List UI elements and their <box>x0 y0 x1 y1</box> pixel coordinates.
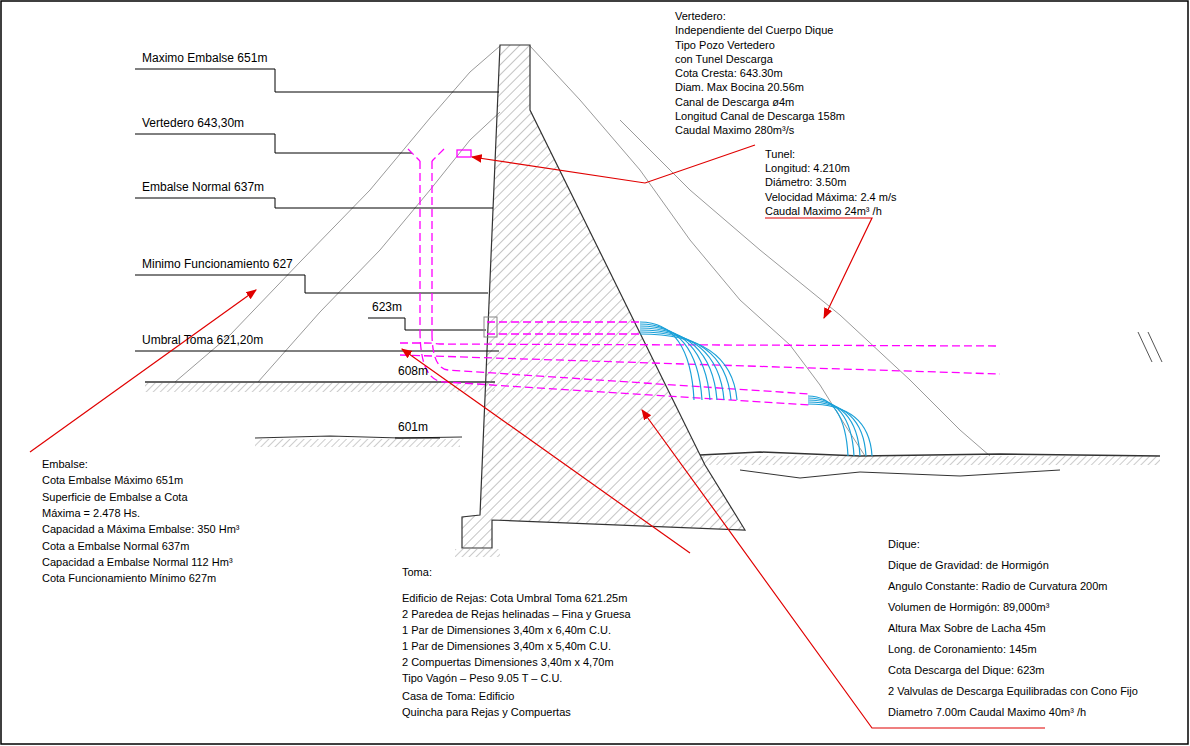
annotation-text: Cota Descarga del Dique: 623m <box>888 664 1045 677</box>
annotation-text: 1 Par de Dimensiones 3,40m x 6,40m C.U. <box>402 624 611 637</box>
level-label: Maximo Embalse 651m <box>142 52 267 66</box>
pipes <box>400 149 1000 405</box>
level-label: 601m <box>398 421 428 435</box>
annotation-text: Casa de Toma: Edificio <box>402 690 514 703</box>
annotation-text: 2 Compuertas Dimensiones 3,40m x 4,70m <box>402 656 614 669</box>
level-label: Umbral Toma 621,20m <box>142 334 263 348</box>
level-label: Embalse Normal 637m <box>142 181 264 195</box>
annotation-text: Capacidad a Máxima Embalse: 350 Hm³ <box>42 523 239 536</box>
level-label: 608m <box>398 365 428 379</box>
annotation-text: 2 Valvulas de Descarga Equilibradas con … <box>888 685 1138 698</box>
annotation-text: Máxima = 2.478 Hs. <box>42 507 140 520</box>
annotation-text: Embalse: <box>42 458 88 471</box>
annotation-text: Diametro 7.00m Caudal Maximo 40m³ /h <box>888 706 1086 719</box>
leader-arrow <box>30 145 1045 728</box>
annotation-text: Caudal Maximo 24m³ /h <box>765 205 882 218</box>
annotation-text: Toma: <box>402 566 432 579</box>
annotation-text: Angulo Constante: Radio de Curvatura 200… <box>888 580 1108 593</box>
annotation-text: 2 Paredea de Rejas helinadas – Fina y Gr… <box>402 608 631 621</box>
annotation-text: Cota Embalse Máximo 651m <box>42 474 183 487</box>
annotation-text: Capacidad a Embalse Normal 112 Hm³ <box>42 556 233 569</box>
level-lines <box>135 69 499 438</box>
annotation-text: Dique: <box>888 538 920 551</box>
annotation-text: Dique de Gravidad: de Hormigón <box>888 559 1049 572</box>
annotation-text: Caudal Maximo 280m³/s <box>675 124 794 137</box>
annotation-text: Velocidad Máxima: 2.4 m/s <box>765 191 896 204</box>
annotation-text: Tipo Pozo Vertedero <box>675 39 775 52</box>
annotation-text: Superficie de Embalse a Cota <box>42 491 188 504</box>
level-label: Vertedero 643,30m <box>142 117 244 131</box>
level-label: 623m <box>372 301 402 315</box>
annotation-text: Long. de Coronamiento: 145m <box>888 643 1037 656</box>
annotation-text: Altura Max Sobre de Lacha 45m <box>888 622 1046 635</box>
annotation-text: Volumen de Hormigón: 89,000m³ <box>888 601 1049 614</box>
annotation-text: Tipo Vagón – Peso 9.05 T – C.U. <box>402 672 562 685</box>
annotation-text: Quincha para Rejas y Compuertas <box>402 706 571 719</box>
tunnel-end <box>1138 332 1162 362</box>
annotation-text: Tunel: <box>765 148 795 161</box>
annotation-text: Cota Cresta: 643.30m <box>675 67 783 80</box>
annotation-text: Cota a Embalse Normal 637m <box>42 540 189 553</box>
annotation-text: Edificio de Rejas: Cota Umbral Toma 621.… <box>402 592 627 605</box>
annotation-text: Diámetro: 3.50m <box>765 176 846 189</box>
level-label: Minimo Funcionamiento 627 <box>142 258 293 272</box>
intake-gate <box>484 317 497 337</box>
water-jet <box>640 322 872 456</box>
annotation-text: Vertedero: <box>675 10 726 23</box>
annotation-text: Independiente del Cuerpo Dique <box>675 24 833 37</box>
annotation-text: con Tunel Descarga <box>675 53 773 66</box>
annotation-text: Diam. Max Bocina 20.56m <box>675 81 804 94</box>
annotation-text: Longitud Canal de Descarga 158m <box>675 110 845 123</box>
annotation-text: Longitud: 4.210m <box>765 162 850 175</box>
annotation-text: Canal de Descarga ø4m <box>675 96 794 109</box>
annotation-text: 1 Par de Dimensiones 3,40m x 5,40m C.U. <box>402 640 611 653</box>
annotation-text: Cota Funcionamiento Mínimo 627m <box>42 572 216 585</box>
